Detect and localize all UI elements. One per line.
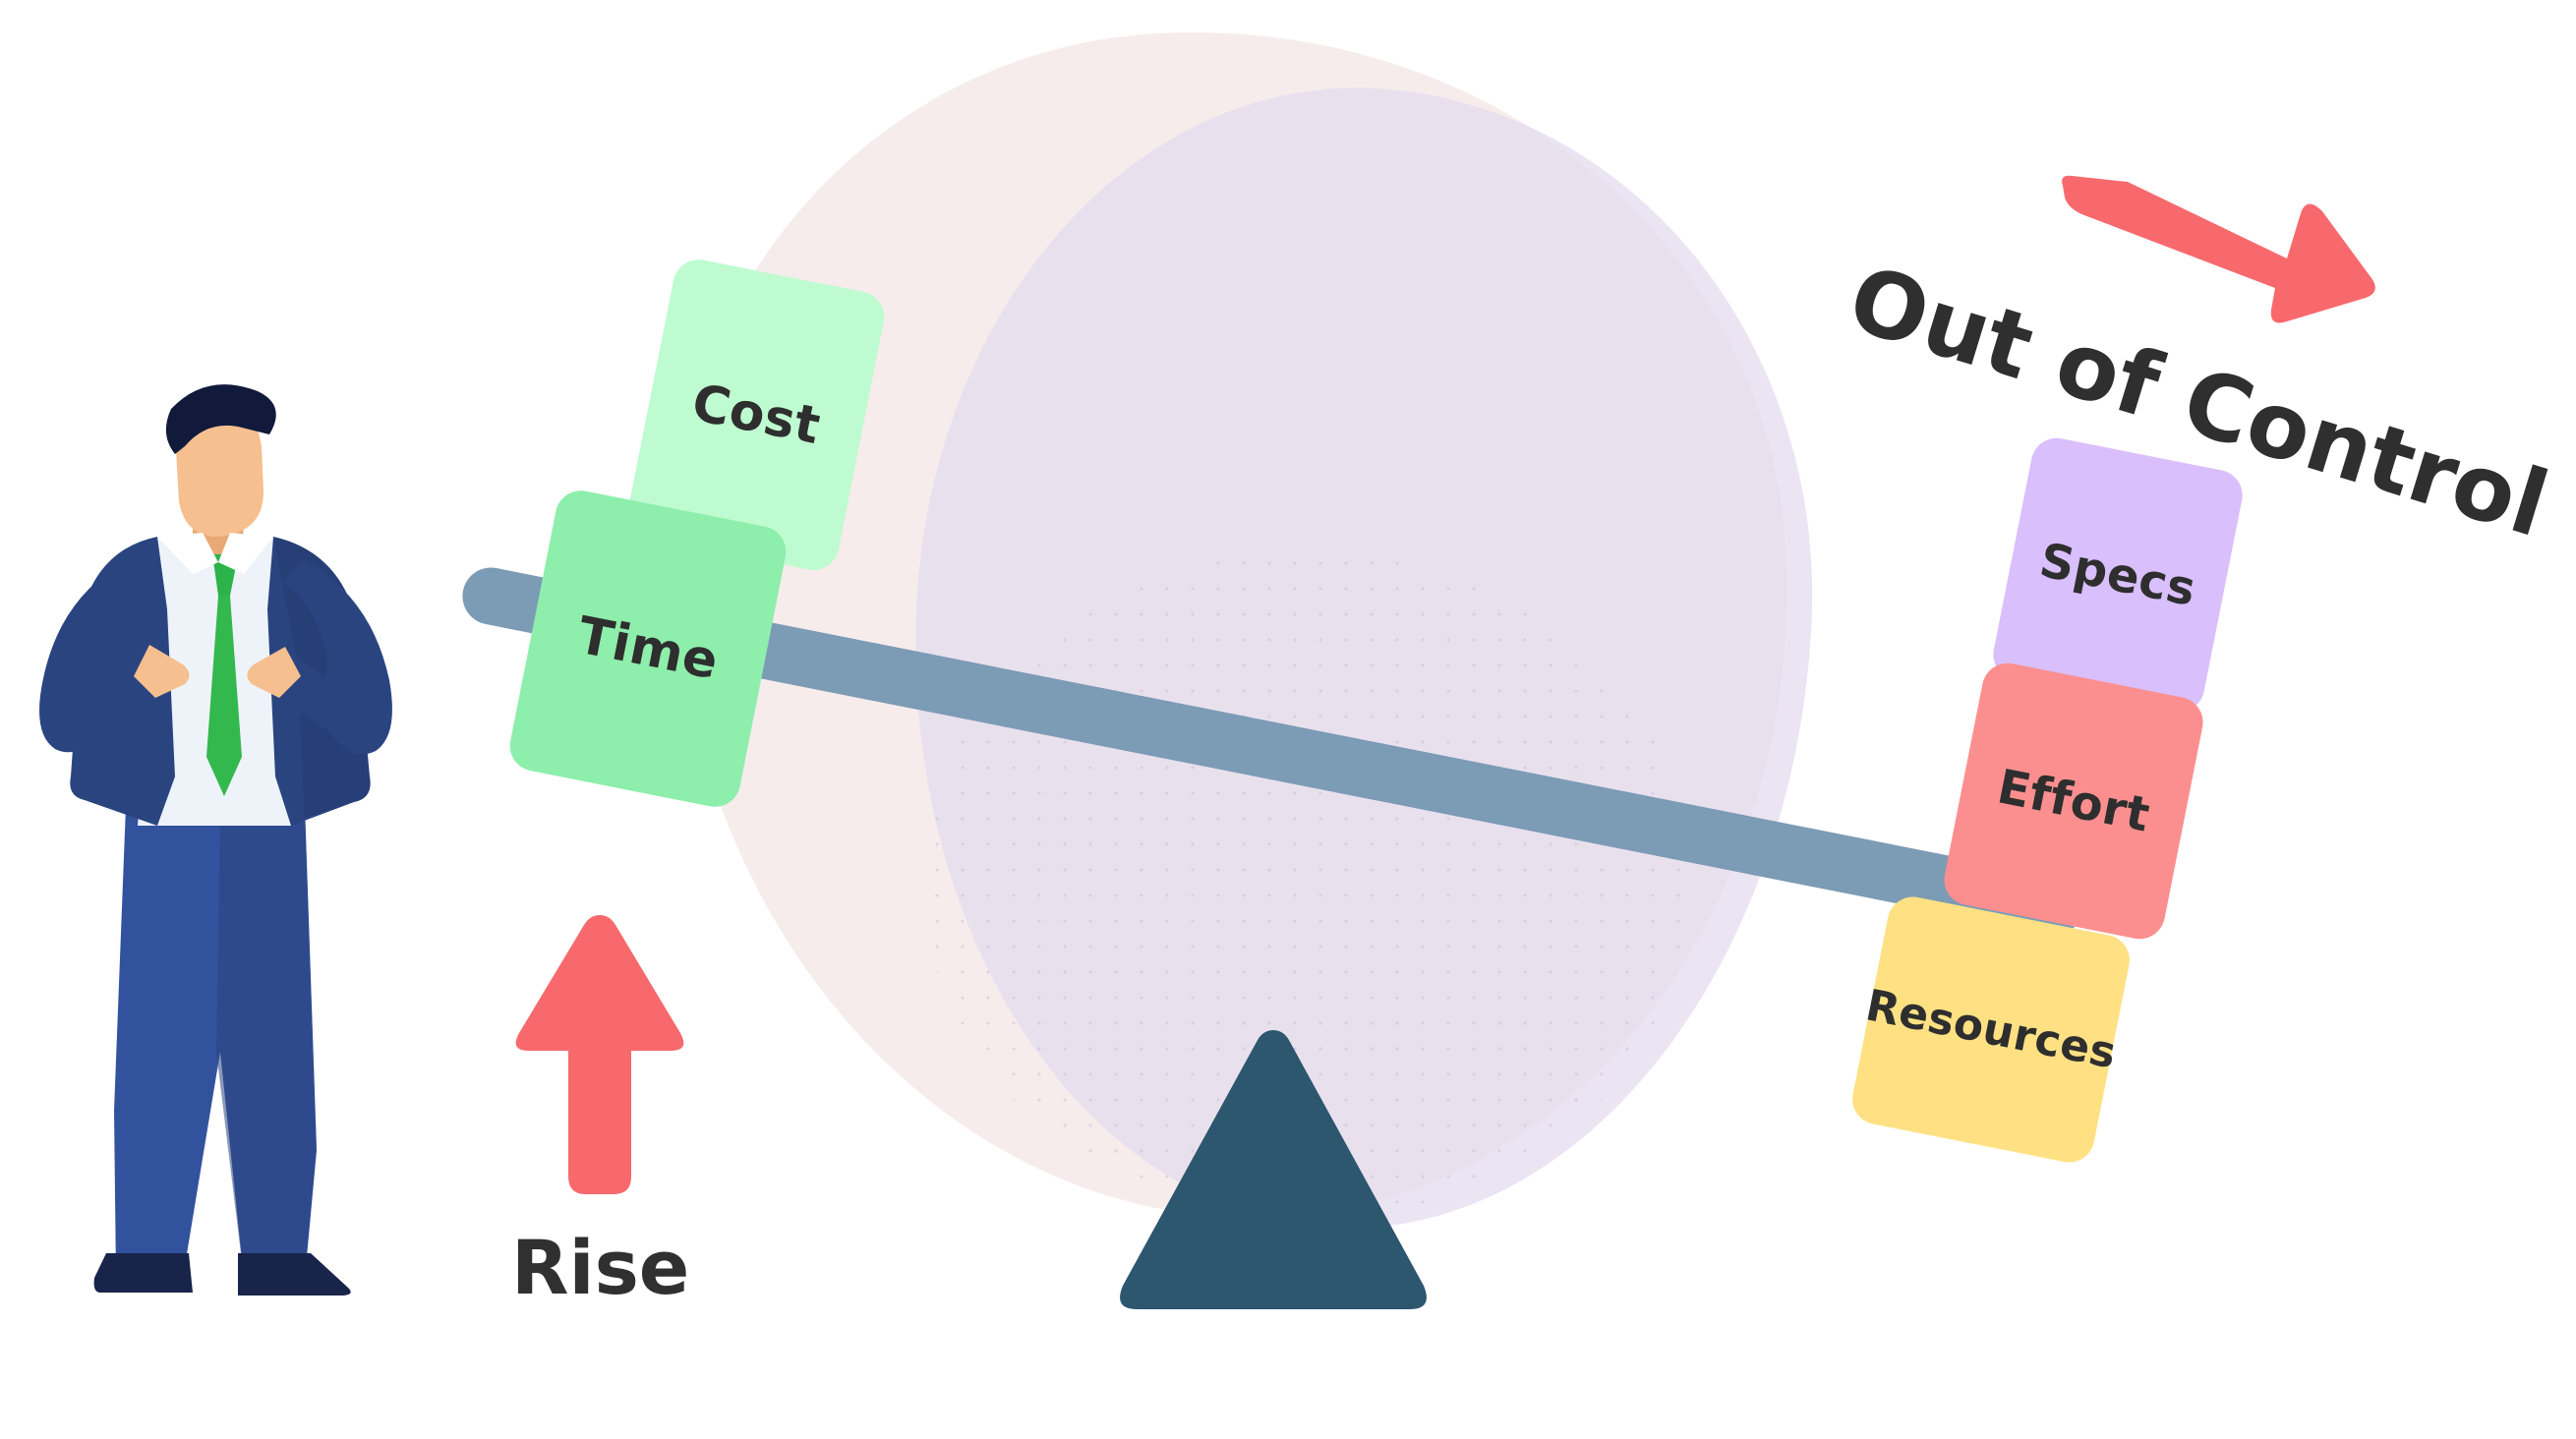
weight-block-effort-label: Effort: [1993, 759, 2154, 843]
down-right-arrow-icon: [2062, 175, 2375, 323]
weight-block-effort[interactable]: Effort: [1939, 659, 2208, 944]
weight-block-time[interactable]: Time: [505, 486, 790, 812]
weight-block-resources-label: Resources: [1861, 980, 2121, 1079]
businessman-illustration: [39, 384, 392, 1295]
weight-block-cost-label: Cost: [686, 373, 826, 457]
rise-label: Rise: [511, 1224, 690, 1311]
weight-block-resources[interactable]: Resources: [1847, 892, 2135, 1168]
weight-block-time-label: Time: [572, 605, 724, 692]
up-arrow-icon: [515, 915, 684, 1194]
seesaw-fulcrum-triangle: [1120, 1030, 1427, 1309]
weight-block-specs-label: Specs: [2035, 532, 2200, 618]
